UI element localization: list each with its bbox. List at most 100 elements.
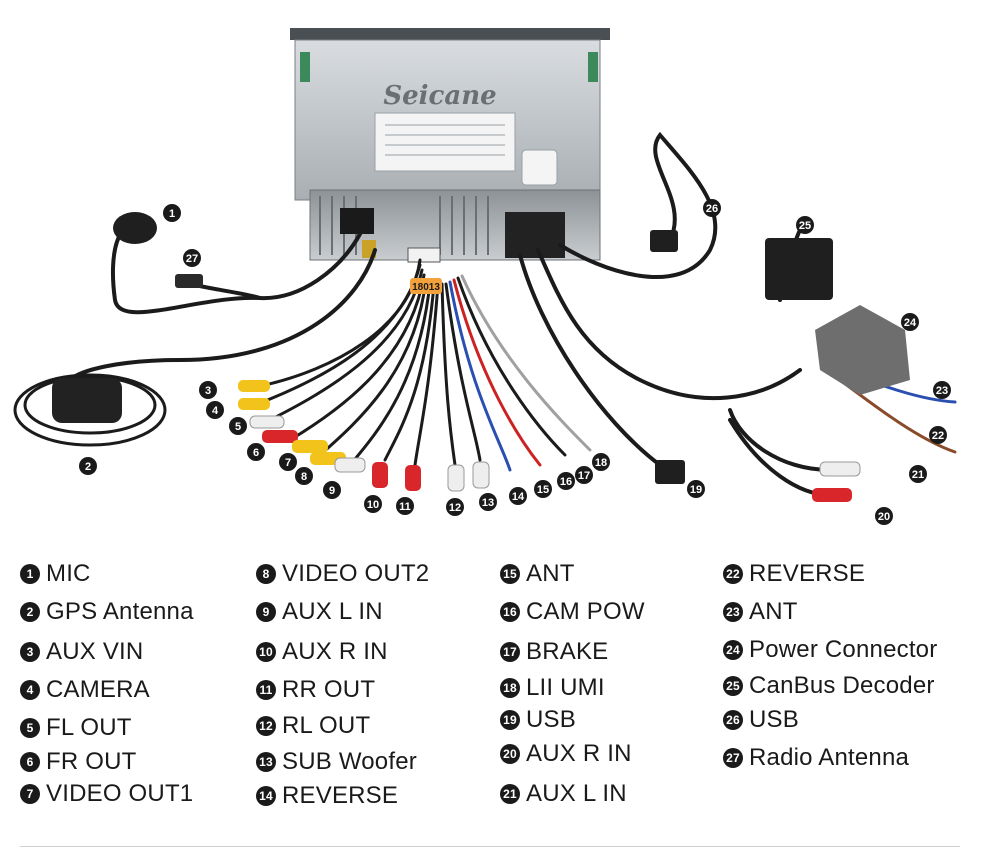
harness-wires (253, 258, 957, 472)
callout-number: 1 (169, 208, 175, 220)
legend-number-badge: 7 (20, 784, 40, 804)
callout-5: 5 (229, 417, 247, 435)
callout-27: 27 (183, 249, 201, 267)
legend-item-13: 13 SUB Woofer (256, 748, 417, 776)
callout-17: 17 (575, 466, 593, 484)
legend-number-badge: 4 (20, 680, 40, 700)
legend-label: MIC (46, 560, 91, 587)
legend-number-badge: 26 (723, 710, 743, 730)
legend-label: ANT (526, 560, 575, 587)
callout-number: 3 (205, 385, 211, 397)
callout-12: 12 (446, 498, 464, 516)
callout-4: 4 (206, 401, 224, 419)
callout-24: 24 (901, 313, 919, 331)
callout-number: 17 (578, 470, 590, 482)
legend-number-badge: 23 (723, 602, 743, 622)
legend-number-badge: 2 (20, 602, 40, 622)
legend-number-badge: 16 (500, 602, 520, 622)
legend-item-9: 9 AUX L IN (256, 598, 383, 626)
legend-number-badge: 19 (500, 710, 520, 730)
legend-item-20: 20 AUX R IN (500, 740, 632, 768)
legend-label: REVERSE (749, 560, 866, 587)
callout-11: 11 (396, 497, 414, 515)
legend-label: VIDEO OUT2 (282, 560, 430, 587)
callout-number: 16 (560, 476, 572, 488)
callout-23: 23 (933, 381, 951, 399)
legend-number-badge: 22 (723, 564, 743, 584)
callout-number: 18 (595, 457, 607, 469)
head-unit: Seicane (290, 28, 610, 263)
callout-2: 2 (79, 457, 97, 475)
callout-number: 7 (285, 457, 291, 469)
callout-number: 6 (253, 447, 259, 459)
legend-label: LII UMI (526, 674, 605, 701)
legend-label: SUB Woofer (282, 748, 417, 775)
harness-chip (410, 278, 442, 294)
mic-shape (113, 212, 157, 244)
callout-number: 24 (904, 317, 917, 329)
legend-label: CAM POW (526, 598, 645, 625)
legend-label: Power Connector (749, 636, 938, 663)
legend-label: AUX VIN (46, 638, 144, 665)
callout-8: 8 (295, 467, 313, 485)
legend-number-badge: 1 (20, 564, 40, 584)
callout-13: 13 (479, 493, 497, 511)
harness-chip-label: 18013 (412, 282, 440, 293)
legend-item-2: 2 GPS Antenna (20, 598, 194, 626)
legend-number-badge: 20 (500, 744, 520, 764)
divider (20, 846, 960, 847)
callout-number: 11 (399, 501, 411, 513)
legend-label: AUX R IN (526, 740, 632, 767)
callout-22: 22 (929, 426, 947, 444)
legend-label: ANT (749, 598, 798, 625)
brand-logo: Seicane (383, 81, 496, 111)
legend-number-badge: 21 (500, 784, 520, 804)
callout-number: 12 (449, 502, 461, 514)
legend-number-badge: 13 (256, 752, 276, 772)
callout-21: 21 (909, 465, 927, 483)
legend-number-badge: 27 (723, 748, 743, 768)
callout-26: 26 (703, 199, 721, 217)
callout-25: 25 (796, 216, 814, 234)
legend-label: GPS Antenna (46, 598, 194, 625)
legend-number-badge: 9 (256, 602, 276, 622)
callout-number: 9 (329, 485, 335, 497)
callout-number: 4 (212, 405, 219, 417)
legend-number-badge: 17 (500, 642, 520, 662)
callout-7: 7 (279, 453, 297, 471)
legend-label: USB (526, 706, 576, 733)
legend-label: AUX R IN (282, 638, 388, 665)
callout-number: 23 (936, 385, 948, 397)
legend-label: AUX L IN (282, 598, 383, 625)
callout-number: 15 (537, 484, 549, 496)
legend-item-23: 23 ANT (723, 598, 798, 626)
legend-number-badge: 18 (500, 678, 520, 698)
rca-plugs (238, 380, 861, 502)
callout-9: 9 (323, 481, 341, 499)
callout-19: 19 (687, 480, 705, 498)
legend-item-18: 18 LII UMI (500, 674, 605, 702)
legend-number-badge: 5 (20, 718, 40, 738)
legend-number-badge: 12 (256, 716, 276, 736)
legend-number-badge: 3 (20, 642, 40, 662)
callout-1: 1 (163, 204, 181, 222)
callout-number: 20 (878, 511, 890, 523)
callout-number: 25 (799, 220, 811, 232)
legend-label: RR OUT (282, 676, 376, 703)
callout-6: 6 (247, 443, 265, 461)
legend-number-badge: 25 (723, 676, 743, 696)
legend-number-badge: 24 (723, 640, 743, 660)
